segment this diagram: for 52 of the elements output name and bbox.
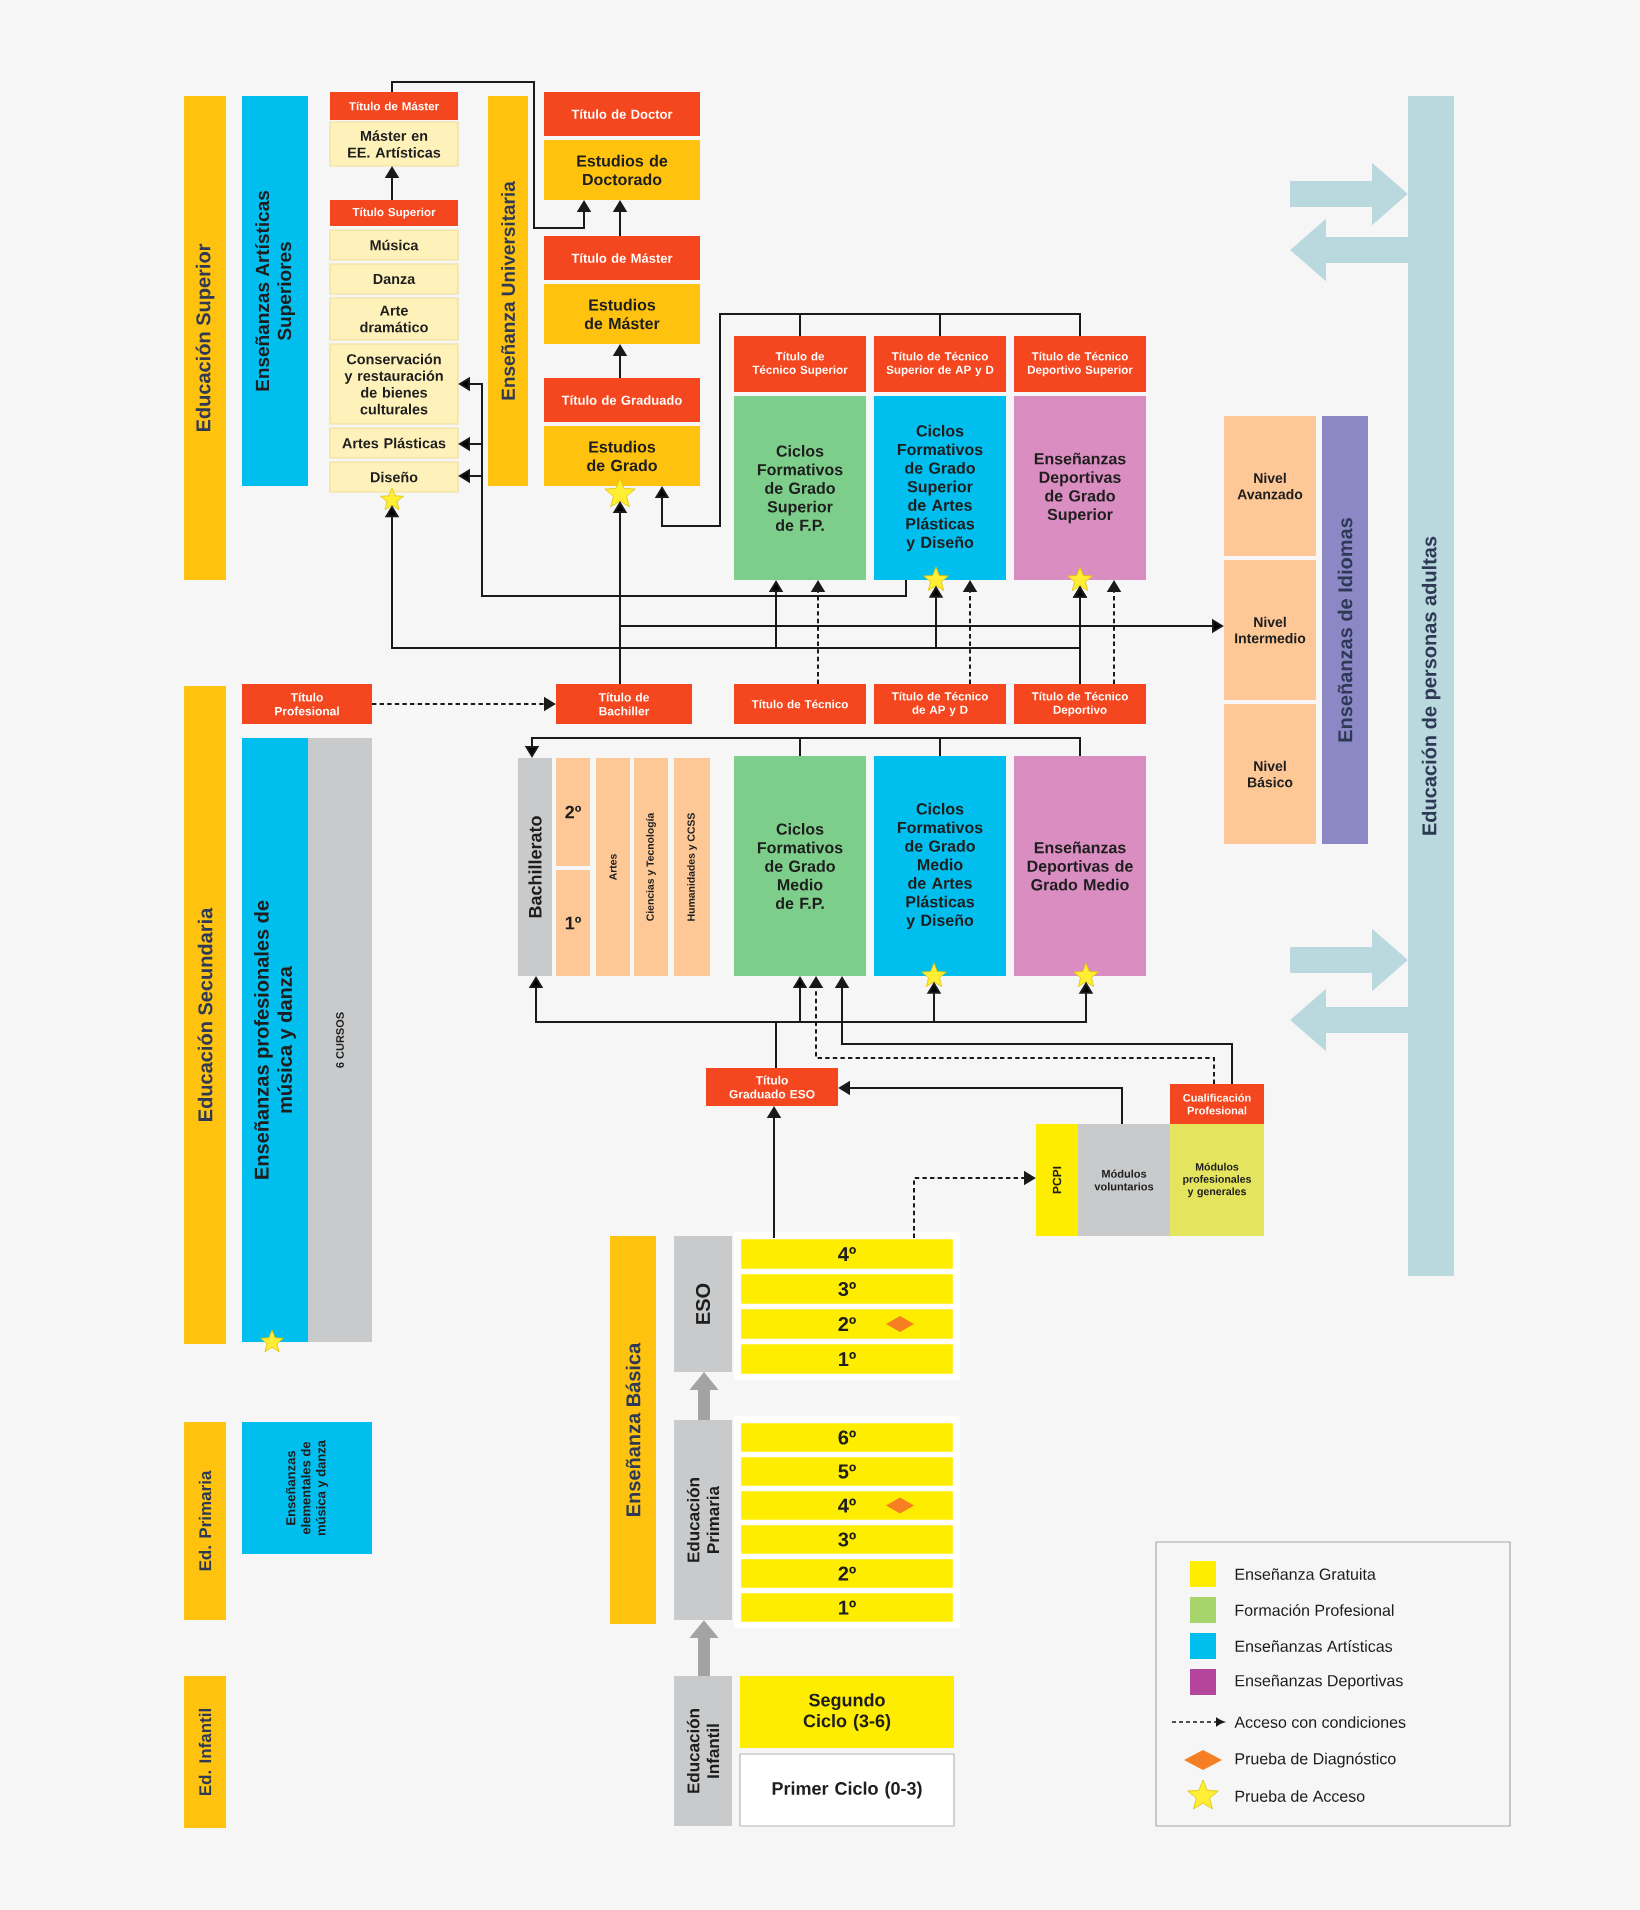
program-box: Ciclos Formativos de Grado Superior de F.P. [734,396,866,580]
stage-label-box: ESO [674,1236,732,1372]
legend-text: Prueba de Acceso [1235,1790,1365,1802]
stage-band: Ed. Primaria [184,1422,226,1620]
legend-text: Enseñanzas Deportivas [1235,1674,1403,1690]
star-icon [604,477,636,508]
program-box: Enseñanzas profesionales de música y danza [242,738,308,1342]
study-box: Estudios de Doctorado [544,140,700,200]
program-box: Enseñanzas Artísticas Superiores [242,96,308,486]
legend-text: Acceso con condiciones [1234,1716,1406,1728]
stage-band: Educación Superior [184,96,226,580]
year-row: 4º [738,1488,956,1523]
stage-band: Enseñanzas de Idiomas [1322,416,1368,844]
legend-text: Formación Profesional [1235,1604,1394,1616]
star-icon [260,1329,284,1353]
star-icon [921,962,947,987]
arrow [384,501,1224,685]
cycle-box: Primer Ciclo (0-3) [739,1753,955,1827]
year-box: 2º [556,758,590,866]
study-box: Estudios de Máster [544,284,700,344]
year-row: 5º [738,1454,956,1489]
legend-text: Enseñanza Gratuita [1235,1568,1376,1580]
year-row: 6º [738,1420,956,1455]
program-box: Ciclos Formativos de Grado Superior de Artes Plásticas y Diseño [874,396,1006,580]
star-icon [380,487,404,511]
stage-band: Ed. Infantil [184,1676,226,1828]
year-row: 3º [738,1271,956,1307]
year-box: 1º [556,870,590,976]
stage-band: Educación Secundaria [184,686,226,1344]
stage-label-box: Bachillerato [518,758,552,976]
year-row: 2º [738,1556,956,1591]
stage-band: Enseñanza Básica [610,1236,656,1624]
arrow [654,313,1081,527]
year-row: 3º [738,1522,956,1557]
year-row: 2º [738,1306,956,1342]
cycle-box: Segundo Ciclo (3-6) [740,1676,954,1748]
legend-text: Enseñanzas Artísticas [1235,1640,1393,1652]
stage-band: Enseñanza Universitaria [488,96,528,486]
legend-text: Prueba de Diagnóstico [1235,1752,1396,1768]
program-box: Enseñanzas Deportivas de Grado Medio [1014,756,1146,976]
program-box: Enseñanzas Deportivas de Grado Superior [1014,396,1146,580]
year-row: 1º [738,1341,956,1377]
year-row: 1º [738,1590,956,1625]
program-box: Ciclos Formativos de Grado Medio de Artes Plásticas y Diseño [874,756,1006,976]
stage-label-box: Educación Primaria [674,1420,732,1620]
study-box: Estudios de Grado [544,426,700,486]
star-icon [1073,962,1099,987]
year-row: 4º [738,1236,956,1272]
stage-label-box: Educación Infantil [674,1676,732,1826]
star-icon [1067,566,1093,591]
star-icon [923,566,949,591]
program-box: Ciclos Formativos de Grado Medio de F.P. [734,756,866,976]
